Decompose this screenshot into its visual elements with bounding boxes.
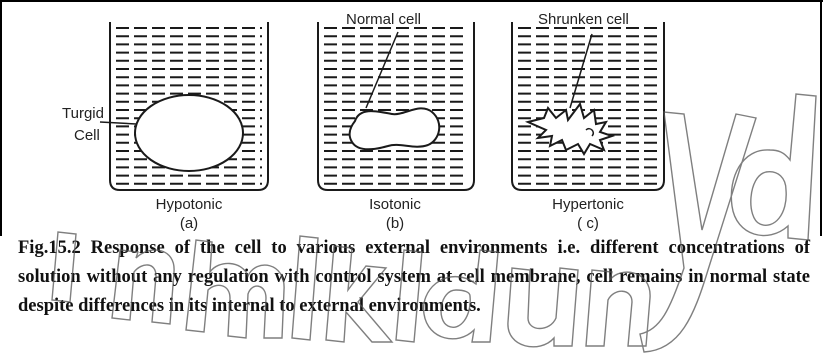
normal-cell-label: Normal cell (346, 11, 421, 28)
beaker-base (318, 180, 474, 190)
beaker-base (512, 180, 664, 190)
beaker-isotonic (318, 22, 474, 190)
turgid-label-line1: Turgid (62, 105, 104, 122)
turgid-cell (135, 95, 243, 171)
shrunken-cell (528, 104, 612, 154)
normal-cell (350, 108, 440, 149)
shrunken-cell-label: Shrunken cell (538, 11, 629, 28)
hypotonic-letter: (a) (180, 215, 198, 232)
isotonic-letter: (b) (386, 215, 404, 232)
hypertonic-letter: ( c) (577, 215, 599, 232)
hypotonic-label: Hypotonic (156, 196, 223, 213)
figure-caption: Fig.15.2 Response of the cell to various… (18, 234, 810, 321)
isotonic-label: Isotonic (369, 196, 421, 213)
hypertonic-label: Hypertonic (552, 196, 624, 213)
beaker-base (110, 180, 268, 190)
turgid-label-line2: Cell (74, 127, 100, 144)
turgid-leader-line (100, 122, 136, 124)
